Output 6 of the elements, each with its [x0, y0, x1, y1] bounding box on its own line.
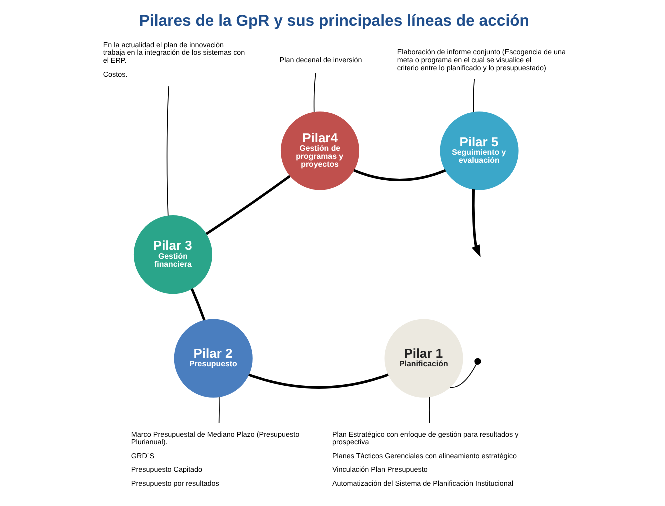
node-text: Elaboración de informe conjunto (Escogencia de una meta o programa en el cual se visualice el criterio entre lo planificado y lo presupuestado) [397, 47, 566, 72]
node-text: Plan decenal de inversión [280, 55, 362, 64]
node-text: Marco Presupuestal de Mediano Plazo (Presupuesto Plurianual). GRD´S Presupuesto Capitado Presupuesto por resultados [131, 430, 300, 488]
node-text: En la actualidad el plan de innovación trabaja en la integración de los sistemas con el ERP. Costos. [103, 40, 246, 79]
diagram-title: Pilares de la GpR y sus principales líneas de acción [139, 13, 530, 30]
node-text: Plan Estratégico con enfoque de gestión para resultados y prospectiva Planes Tácticos Gerenciales con alineamiento estratégico Vinculación Plan Presupuesto Automatización del Sistema de Planificación Institucional [332, 430, 519, 488]
